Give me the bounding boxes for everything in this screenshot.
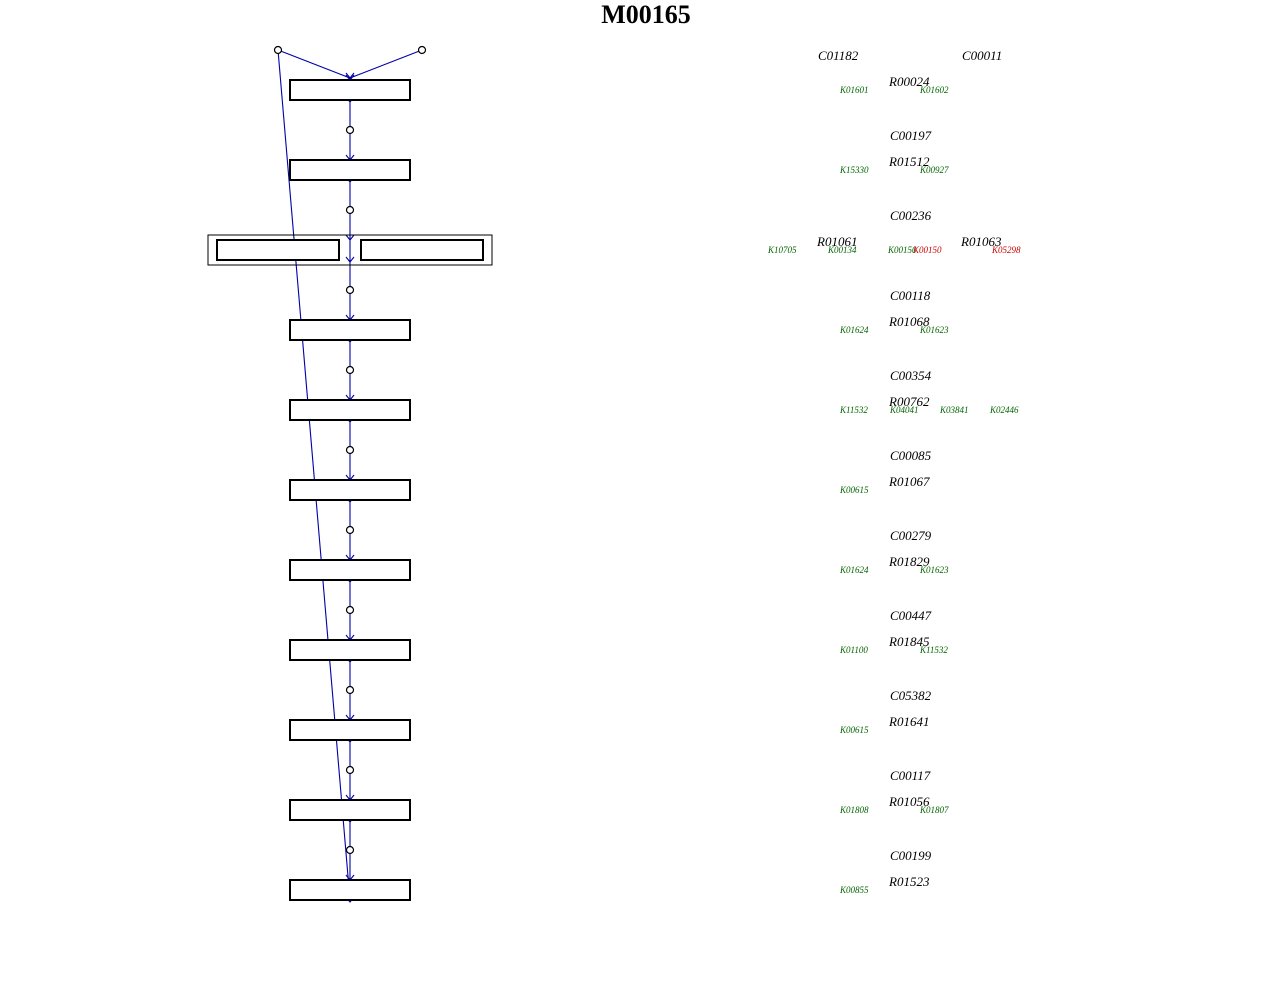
reaction-label: R01641 [888, 714, 929, 729]
reaction-box-outline [289, 79, 411, 101]
reaction-box [289, 479, 411, 501]
ko-label: K01807 [919, 805, 949, 815]
ko-label: K00150 [887, 245, 917, 255]
reaction-box [216, 239, 340, 261]
reaction-box [289, 559, 411, 581]
ko-label: K00927 [919, 165, 949, 175]
compound-label: C00236 [890, 208, 932, 223]
reaction-label: R01845 [888, 634, 930, 649]
bypass-flow-line [277, 49, 351, 901]
reaction-box-outline [289, 719, 411, 741]
ko-label: K01808 [839, 805, 869, 815]
compound-label: C05382 [890, 688, 932, 703]
compound-label: C00085 [890, 448, 932, 463]
compound-node [345, 205, 355, 215]
ko-label: K00615 [839, 485, 869, 495]
compound-label: C00279 [890, 528, 932, 543]
ko-label: K11532 [839, 405, 868, 415]
compound-node [345, 285, 355, 295]
ko-label: K04041 [889, 405, 919, 415]
ko-label: K15330 [839, 165, 869, 175]
reaction-box [289, 159, 411, 181]
reaction-box [289, 319, 411, 341]
compound-node [273, 45, 283, 55]
compound-node [345, 445, 355, 455]
reaction-box-outline [289, 319, 411, 341]
compound-node [345, 365, 355, 375]
ko-label: K01601 [839, 85, 869, 95]
ko-label: K01623 [919, 565, 949, 575]
reaction-box-outline [289, 639, 411, 661]
compound-label: C01182 [818, 48, 859, 63]
reaction-label: R00762 [888, 394, 930, 409]
reaction-box [289, 79, 411, 101]
reaction-box-outline [289, 879, 411, 901]
compound-label: C00354 [890, 368, 932, 383]
input-flow-line [277, 49, 351, 79]
compound-node [345, 765, 355, 775]
arrow-head [345, 256, 355, 263]
compound-node [345, 845, 355, 855]
ko-label: K03841 [939, 405, 969, 415]
reaction-box-outline [216, 239, 340, 261]
reaction-box [289, 719, 411, 741]
compound-label: C00117 [890, 768, 931, 783]
reaction-label: R01523 [888, 874, 930, 889]
arrow-head [345, 72, 355, 79]
step-boxes [207, 79, 493, 901]
ko-label: K11532 [919, 645, 948, 655]
reaction-label: R01829 [888, 554, 930, 569]
compound-node [417, 45, 427, 55]
reaction-label: R01063 [960, 234, 1002, 249]
reaction-box [289, 799, 411, 821]
reaction-label: R01056 [888, 794, 930, 809]
reaction-label: R01068 [888, 314, 930, 329]
reaction-box [360, 239, 484, 261]
compound-label: C00447 [890, 608, 932, 623]
arrow-head [345, 234, 355, 241]
compound-node [345, 685, 355, 695]
module-title: M00165 [601, 0, 691, 29]
compound-node [345, 605, 355, 615]
reaction-label: R01067 [888, 474, 930, 489]
alternative-group-frame [207, 234, 493, 266]
reaction-box-outline [289, 159, 411, 181]
compound-node [345, 525, 355, 535]
reaction-box-outline [289, 799, 411, 821]
reaction-label: R00024 [888, 74, 930, 89]
ko-label: K00615 [839, 725, 869, 735]
ko-label: K00134 [827, 245, 857, 255]
reaction-label: R01061 [816, 234, 857, 249]
ko-label: K05298 [991, 245, 1021, 255]
compound-label: C00011 [962, 48, 1002, 63]
ko-label: K01624 [839, 565, 869, 575]
input-flow-line [349, 49, 423, 79]
compound-node [345, 125, 355, 135]
ko-label: K01100 [839, 645, 868, 655]
reaction-box [289, 879, 411, 901]
compound-label: C00118 [890, 288, 931, 303]
ko-label: K01623 [919, 325, 949, 335]
compound-label: C00197 [890, 128, 932, 143]
reaction-box-outline [289, 559, 411, 581]
ko-label: K00855 [839, 885, 869, 895]
reaction-box-outline [289, 399, 411, 421]
ko-label: K01624 [839, 325, 869, 335]
reaction-box-outline [289, 479, 411, 501]
reaction-label: R01512 [888, 154, 930, 169]
reaction-box [289, 639, 411, 661]
ko-label: K00150 [912, 245, 942, 255]
ko-label: K01602 [919, 85, 949, 95]
ko-label: K10705 [767, 245, 797, 255]
compound-label: C00199 [890, 848, 932, 863]
ko-label: K02446 [989, 405, 1019, 415]
reaction-box-outline [360, 239, 484, 261]
reaction-box [289, 399, 411, 421]
